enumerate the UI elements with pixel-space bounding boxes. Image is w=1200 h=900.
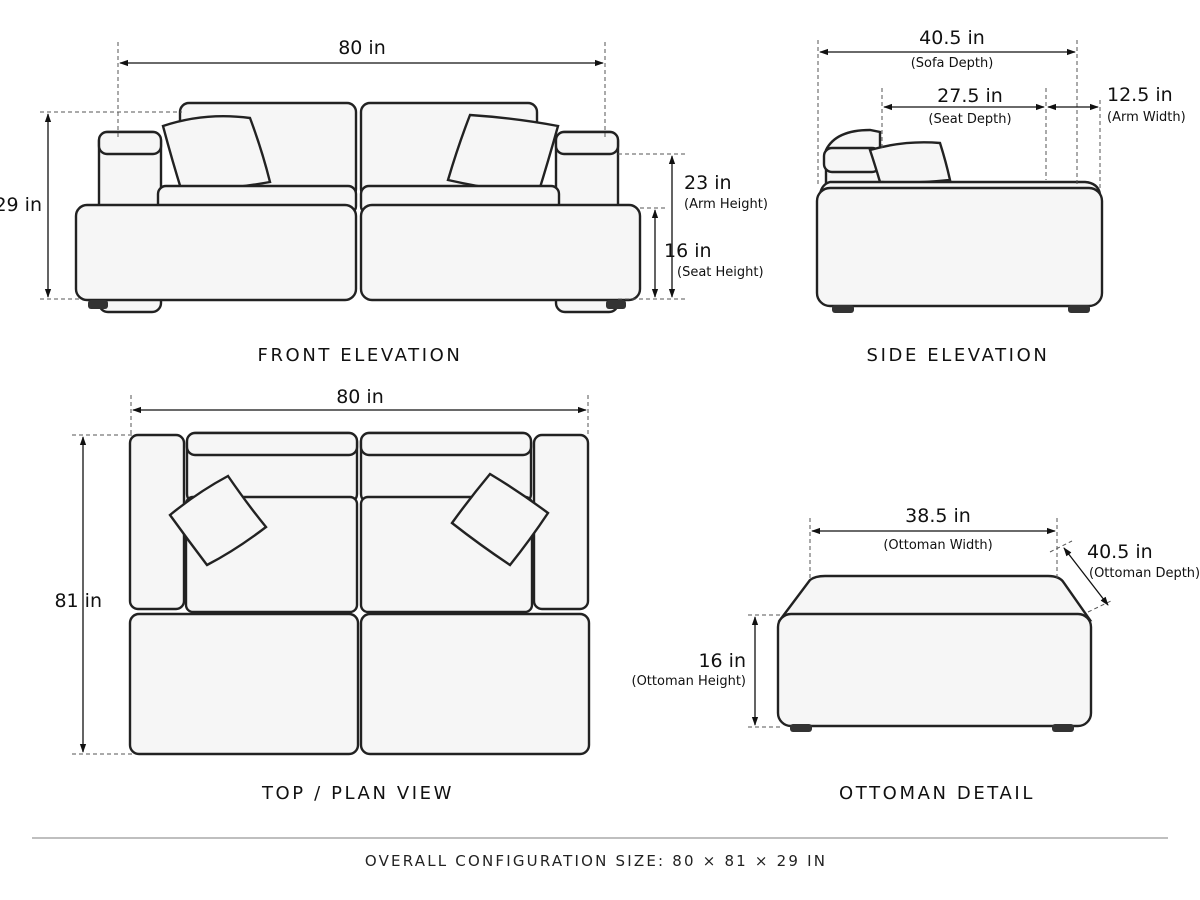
foot-right bbox=[606, 300, 626, 309]
front-height-value: 29 in bbox=[0, 194, 42, 216]
seat-depth-value: 27.5 in bbox=[937, 85, 1003, 107]
side-elevation: 40.5 in (Sofa Depth) 27.5 in (Seat Depth… bbox=[815, 27, 1186, 366]
plan-ottoman-left bbox=[128, 612, 360, 756]
ottoman-depth-line bbox=[1063, 547, 1109, 606]
seat-depth-label: (Seat Depth) bbox=[928, 112, 1011, 127]
front-width-value: 80 in bbox=[338, 37, 386, 59]
plan-pillow-right bbox=[450, 472, 550, 567]
ottoman-depth-label: (Ottoman Depth) bbox=[1089, 566, 1200, 581]
front-elevation-caption: FRONT ELEVATION bbox=[258, 345, 463, 366]
arm-left-top bbox=[97, 130, 163, 156]
seat-height-label: (Seat Height) bbox=[677, 265, 764, 280]
overall-size-footer: OVERALL CONFIGURATION SIZE: 80 × 81 × 29… bbox=[365, 852, 827, 870]
ottoman-depth-value: 40.5 in bbox=[1087, 541, 1153, 563]
throw-pillow-left bbox=[161, 115, 272, 194]
ottoman-detail: 38.5 in (Ottoman Width) 40.5 in (Ottoman… bbox=[632, 505, 1200, 804]
side-body bbox=[815, 186, 1104, 308]
foot-left bbox=[88, 300, 108, 309]
ottoman-height-label: (Ottoman Height) bbox=[632, 674, 747, 689]
arm-height-value: 23 in bbox=[684, 172, 732, 194]
front-ottoman-right bbox=[359, 203, 642, 302]
top-view-caption: TOP / PLAN VIEW bbox=[261, 783, 454, 804]
seat-height-value: 16 in bbox=[664, 240, 712, 262]
ottoman-height-value: 16 in bbox=[698, 650, 746, 672]
throw-pillow-right bbox=[446, 113, 560, 196]
front-elevation: 80 in 29 in 23 in (Arm Height) 16 in (Se… bbox=[0, 37, 768, 366]
ottoman-foot-right bbox=[1052, 724, 1074, 732]
ottoman-foot-left bbox=[790, 724, 812, 732]
ottoman-width-value: 38.5 in bbox=[905, 505, 971, 527]
sofa-depth-value: 40.5 in bbox=[919, 27, 985, 49]
ottoman-body bbox=[776, 612, 1093, 728]
ottoman-top bbox=[777, 574, 1093, 622]
side-elevation-caption: SIDE ELEVATION bbox=[867, 345, 1050, 366]
arm-height-label: (Arm Height) bbox=[684, 197, 768, 212]
ottoman-detail-caption: OTTOMAN DETAIL bbox=[839, 783, 1035, 804]
ottoman-width-label: (Ottoman Width) bbox=[883, 538, 992, 553]
sofa-depth-label: (Sofa Depth) bbox=[911, 56, 994, 71]
top-plan-view: 80 in 81 in TOP / PLAN VIEW bbox=[54, 386, 591, 804]
plan-depth-value: 81 in bbox=[54, 590, 102, 612]
plan-ottoman-right bbox=[359, 612, 591, 756]
arm-width-label: (Arm Width) bbox=[1107, 110, 1186, 125]
arm-width-value: 12.5 in bbox=[1107, 84, 1173, 106]
plan-width-value: 80 in bbox=[336, 386, 384, 408]
side-foot-left bbox=[832, 305, 854, 313]
arm-right-top bbox=[554, 130, 620, 156]
plan-pillow-left bbox=[168, 474, 268, 567]
front-ottoman-left bbox=[74, 203, 358, 302]
side-pillow bbox=[868, 141, 952, 184]
side-foot-right bbox=[1068, 305, 1090, 313]
